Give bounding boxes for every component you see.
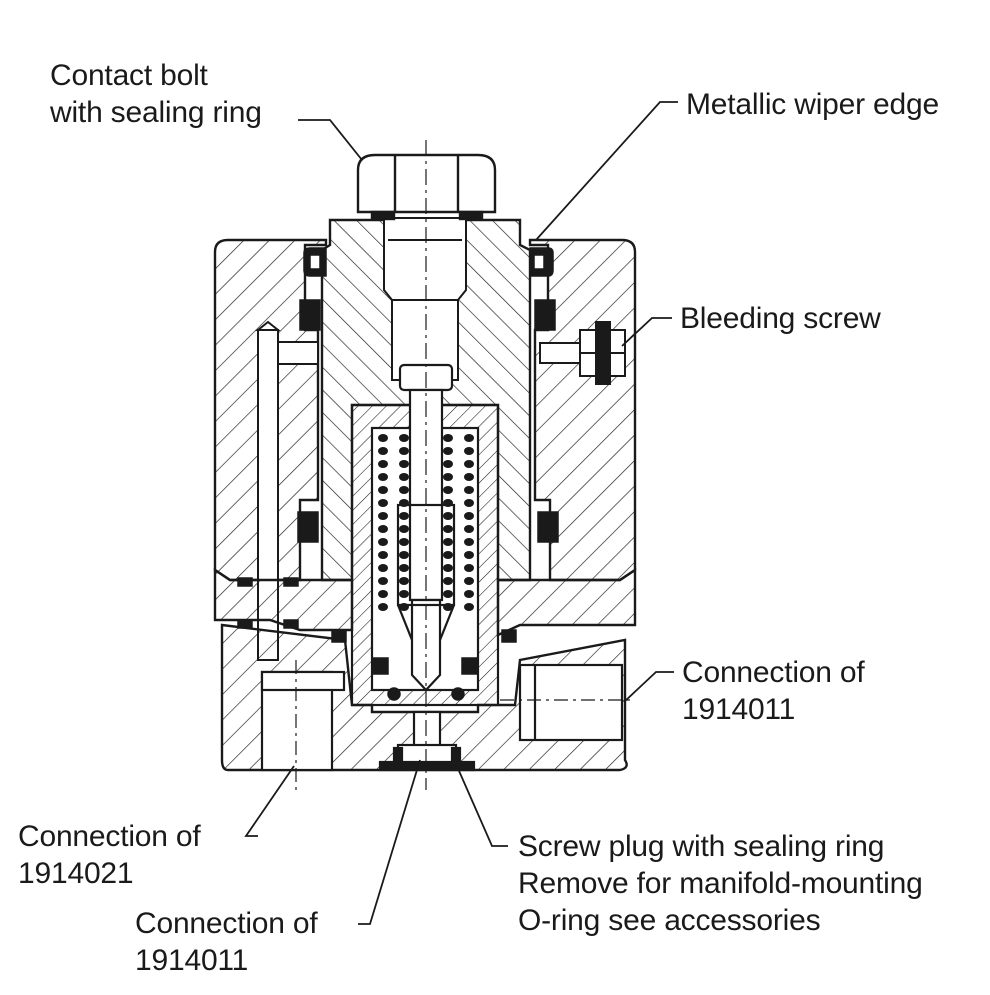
spring-coil [464,590,474,598]
screw-plug [378,710,476,772]
spring-coil [399,590,409,598]
spring-coil [378,486,388,494]
spring-coil [464,473,474,481]
callout-connection-left: Connection of 1914021 [18,818,201,892]
callout-connection-right-line1: Connection of [682,656,865,689]
spring-coil [378,473,388,481]
spring-coil [443,564,453,572]
spring-coil [464,538,474,546]
spring-coil [378,460,388,468]
seals [237,247,559,701]
spring-coil [443,590,453,598]
callout-bleeding-screw-line1: Bleeding screw [680,302,881,335]
spring-coil [378,603,388,611]
callout-contact-bolt-line2: with sealing ring [50,96,262,129]
right-connection-port [500,663,630,742]
bleeding-screw [539,321,626,385]
callout-wiper-edge-line1: Metallic wiper edge [686,88,939,121]
spring-coil [443,486,453,494]
spring-coil [399,473,409,481]
bleed-channel-left [255,320,319,661]
spring-coil [464,577,474,585]
callout-connection-right: Connection of 1914011 [682,654,865,728]
spring-coil [443,512,453,520]
callout-contact-bolt-line1: Contact bolt [50,59,208,92]
callout-wiper-edge: Metallic wiper edge [686,86,939,123]
spring-coil [378,447,388,455]
leader-contact-bolt [298,119,363,161]
bolt-bore [383,217,467,381]
spring-coil [464,525,474,533]
spring-coil [464,460,474,468]
callout-connection-bottom-line2: 1914011 [135,944,249,977]
spring-coil [399,447,409,455]
spring-coil [399,434,409,442]
spring-coil [464,447,474,455]
spring-coil [378,551,388,559]
callout-contact-bolt: Contact bolt with sealing ring [50,57,262,131]
leader-connection-bottom [358,759,421,925]
callout-screw-plug-line2: Remove for manifold-mounting [518,867,923,900]
spring-coil [378,564,388,572]
spring-coil [399,460,409,468]
spring-coil [464,551,474,559]
spring-coil [464,486,474,494]
spring-coil [399,525,409,533]
spring-coil [464,512,474,520]
spring-coil [443,525,453,533]
callout-screw-plug: Screw plug with sealing ring Remove for … [518,828,923,939]
leader-screw-plug [455,763,508,847]
spring-coil [378,512,388,520]
spring-coil [378,525,388,533]
spring-coils-right [443,434,474,611]
callout-connection-left-line2: 1914021 [18,857,134,890]
spring-coil [464,564,474,572]
left-connection-port [260,660,346,790]
leader-lines [244,101,678,925]
spring-coil [378,434,388,442]
spring-coil [443,447,453,455]
callout-connection-bottom: Connection of 1914011 [135,905,318,979]
spring-coil [378,590,388,598]
spring-coil [399,486,409,494]
callout-screw-plug-line1: Screw plug with sealing ring [518,830,885,863]
spring-coil [464,434,474,442]
leader-wiper-edge [535,101,678,241]
spring-coil [443,538,453,546]
callout-bleeding-screw: Bleeding screw [680,300,881,337]
callout-connection-right-line2: 1914011 [682,693,796,726]
spring-coil [443,551,453,559]
spring-coil [443,434,453,442]
spring-coil [378,499,388,507]
leader-bleeding-screw [621,317,672,347]
spring-coil [399,564,409,572]
spring-coil [378,538,388,546]
callout-connection-bottom-line1: Connection of [135,907,318,940]
spring-coil [443,577,453,585]
callout-connection-left-line1: Connection of [18,820,201,853]
spring-coils-left [378,434,409,611]
spring-coil [464,499,474,507]
callout-screw-plug-line3: O-ring see accessories [518,904,821,937]
spring-coil [399,512,409,520]
leader-connection-left [244,765,295,837]
spring-coil [443,473,453,481]
leader-connection-right [623,671,674,703]
spring-coil [399,538,409,546]
spring-coil [464,603,474,611]
spring-coil [399,577,409,585]
spring-coil [399,551,409,559]
spring-coil [443,460,453,468]
spring-coil [378,577,388,585]
